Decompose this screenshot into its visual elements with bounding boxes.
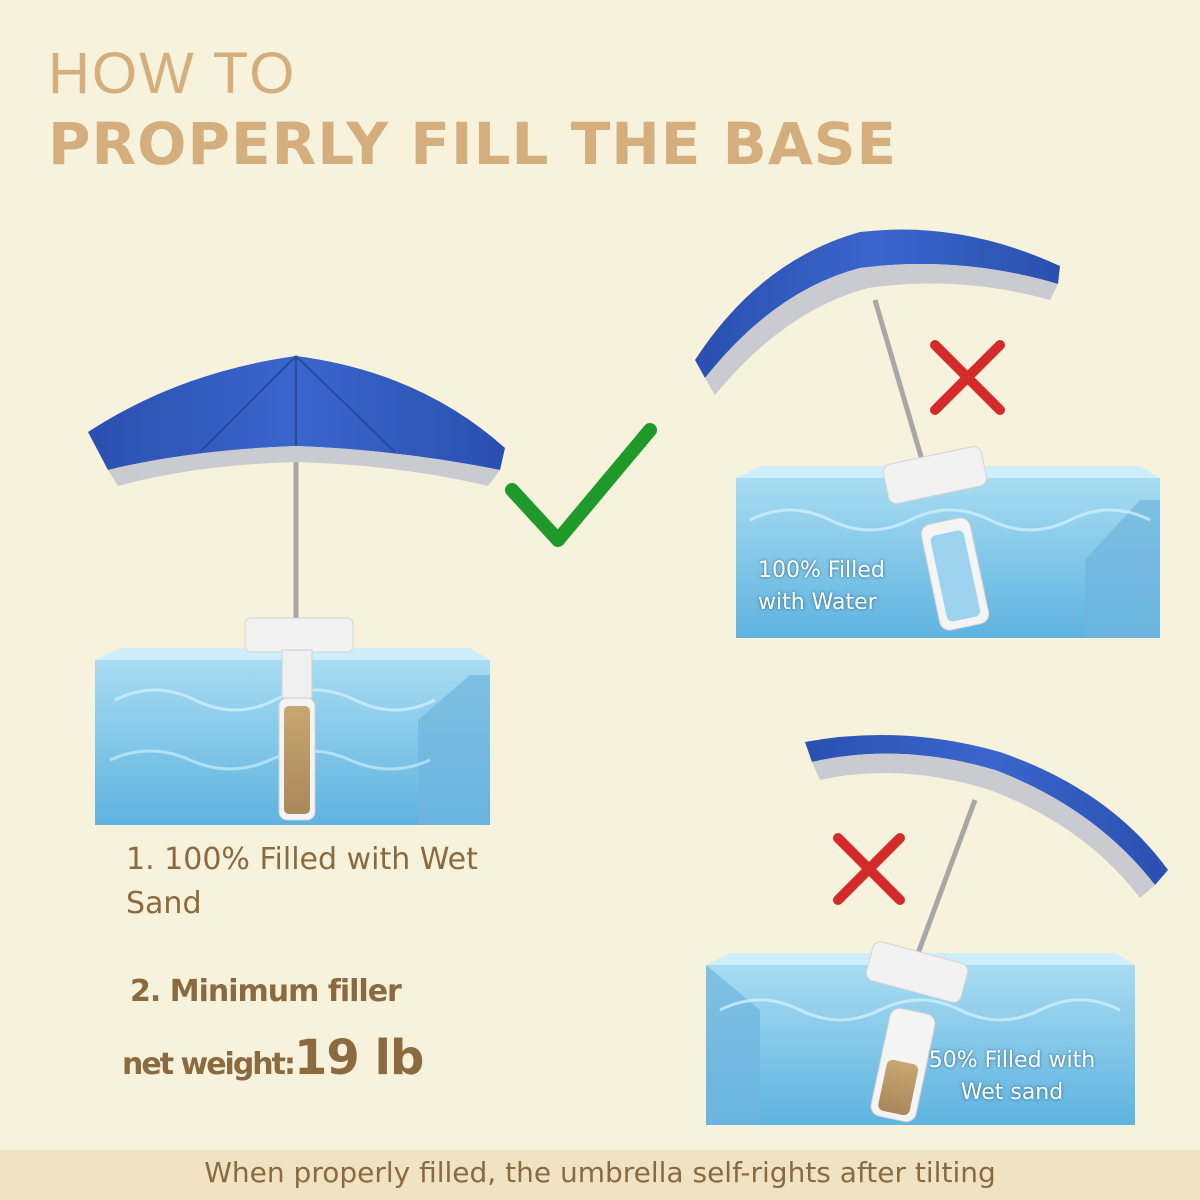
net-weight: net weight:19 lb bbox=[122, 1030, 424, 1086]
cross-icon bbox=[930, 340, 1005, 415]
page-title-line1: HOW TO bbox=[48, 41, 297, 106]
wrong-water-example bbox=[695, 229, 1160, 638]
label-water-filled: 100% Filled with Water bbox=[758, 558, 885, 615]
footer-text: When properly filled, the umbrella self-… bbox=[204, 1156, 996, 1189]
footer-bar bbox=[0, 1150, 1200, 1200]
cross-icon bbox=[833, 833, 905, 905]
net-weight-label: net weight: bbox=[122, 1047, 296, 1082]
label-half-sand: 50% Filled with Wet sand bbox=[928, 1048, 1096, 1105]
checkmark-icon bbox=[505, 423, 657, 547]
caption-wet-sand: 1. 100% Filled with Wet Sand bbox=[126, 842, 478, 921]
caption-minimum-filler: 2. Minimum filler bbox=[130, 974, 402, 1009]
correct-umbrella-example bbox=[88, 355, 657, 825]
wrong-half-sand-example bbox=[706, 734, 1168, 1125]
page-title-line2: PROPERLY FILL THE BASE bbox=[48, 110, 898, 178]
net-weight-value: 19 lb bbox=[294, 1030, 424, 1086]
